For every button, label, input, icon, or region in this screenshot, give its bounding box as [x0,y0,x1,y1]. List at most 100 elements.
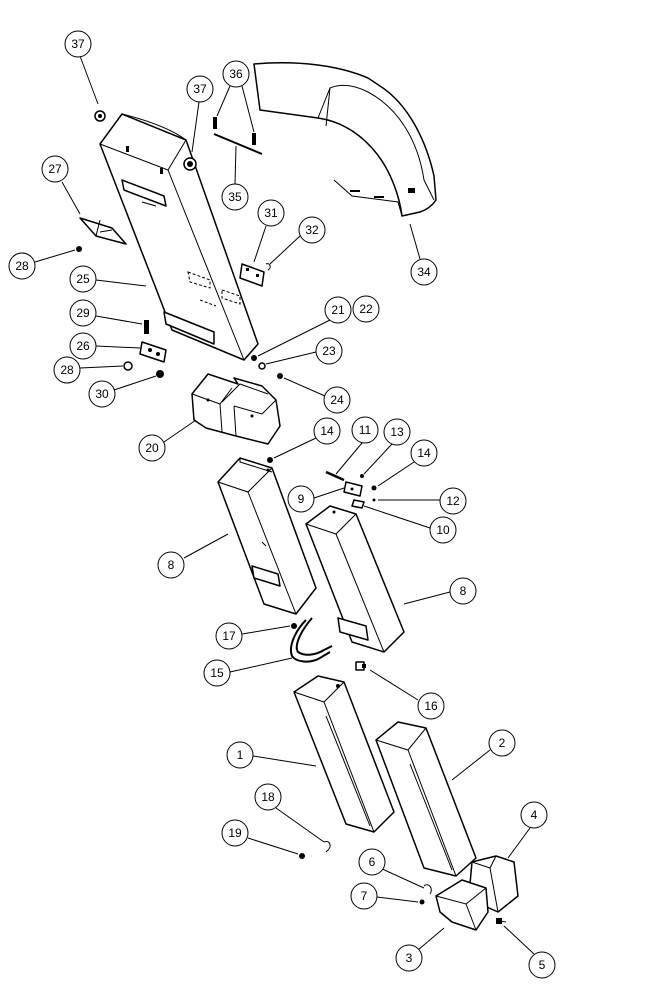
part-17-nut [291,623,297,629]
part-10-washer [351,499,365,509]
part-5-bolt [496,918,507,924]
callout-label: 37 [193,82,207,96]
callout-label: 18 [261,790,275,804]
callout-17: 17 [215,622,291,650]
part-29-pin [144,320,149,334]
callout-label: 5 [539,958,546,972]
callout-30: 30 [88,375,157,408]
callout-label: 25 [76,272,90,286]
callout-label: 8 [168,558,175,572]
callout-label: 14 [320,424,334,438]
callout-label: 31 [264,206,278,220]
callout-label: 26 [76,339,90,353]
part-6-clip [423,884,432,895]
callout-37-left: 37 [64,30,99,105]
callout-label: 13 [390,425,404,439]
callout-label: 24 [330,393,344,407]
callout-23: 23 [265,337,343,365]
callout-14-right: 14 [377,439,438,487]
callout-6: 6 [358,848,425,889]
callout-13: 13 [363,418,411,475]
part-28-nut [76,246,82,252]
callout-label: 21 [331,303,345,317]
part-1-channel [293,675,395,833]
callout-18: 18 [254,783,325,843]
callout-27: 27 [41,155,81,215]
callout-label: 27 [48,162,62,176]
callout-label: 23 [322,344,336,358]
callout-label: 10 [436,523,450,537]
callout-label: 28 [15,259,29,273]
callout-8-right: 8 [403,577,477,605]
part-27-bracket [79,217,127,245]
callout-label: 28 [60,363,74,377]
callout-26: 26 [69,332,141,360]
part-16-knob [355,661,366,671]
callout-label: 17 [222,629,236,643]
callout-24: 24 [283,377,351,414]
part-11-rod [325,470,345,482]
part-8-channel-left [217,457,317,615]
callout-label: 1 [237,748,244,762]
callout-label: 36 [229,67,243,81]
callout-label: 16 [424,699,438,713]
callout-7: 7 [350,882,419,910]
part-31-plate [239,263,265,287]
part-25-upper-panel [99,113,259,361]
part-34-hood [253,62,437,217]
callout-label: 3 [406,951,413,965]
callout-34: 34 [409,223,438,286]
callout-28-upper: 28 [8,249,76,280]
part-3-end-cap [435,879,489,931]
callout-11: 11 [335,416,379,475]
callout-21: 21 [257,296,352,357]
callout-31: 31 [253,199,285,263]
callout-3: 3 [395,927,445,972]
part-18-clip [323,841,331,853]
callout-29: 29 [69,299,143,327]
callout-label: 22 [359,302,373,316]
part-21-washer [251,355,257,361]
part-7-nut [419,899,425,905]
callout-label: 6 [369,855,376,869]
callout-5: 5 [503,925,556,979]
callout-label: 32 [305,223,319,237]
part-35-rod [213,133,263,155]
callout-28-lower: 28 [53,356,124,384]
callout-20: 20 [138,419,197,462]
callout-15: 15 [203,657,293,687]
part-26-bracket [139,341,167,363]
part-30-nut [156,370,164,378]
callout-4: 4 [507,801,548,859]
part-9-plate [343,481,363,497]
callout-label: 29 [76,306,90,320]
callout-label: 37 [71,37,85,51]
callout-label: 4 [531,808,538,822]
part-14-nut-b [371,485,377,491]
callout-10: 10 [363,505,457,544]
callout-36: 36 [216,60,255,133]
callout-19: 19 [221,819,299,855]
part-2-channel [375,721,477,877]
part-13-pin [360,474,364,478]
part-23-washer [258,362,266,370]
callout-label: 19 [228,826,242,840]
callout-label: 20 [145,441,159,455]
part-37-washers [94,110,197,171]
callout-label: 15 [210,666,224,680]
callout-label: 8 [460,584,467,598]
callout-12: 12 [378,487,467,515]
callout-2: 2 [451,729,516,781]
callout-label: 11 [359,423,372,437]
callout-label: 14 [417,446,431,460]
callout-14-upper: 14 [273,417,341,459]
part-32-clip [265,263,271,271]
callout-9: 9 [287,485,345,513]
callout-22: 22 [352,295,380,323]
callout-32: 32 [269,216,326,265]
part-8-channel-right [305,505,405,653]
callout-16: 16 [369,669,445,720]
callout-label: 2 [499,736,506,750]
callout-label: 9 [298,492,305,506]
